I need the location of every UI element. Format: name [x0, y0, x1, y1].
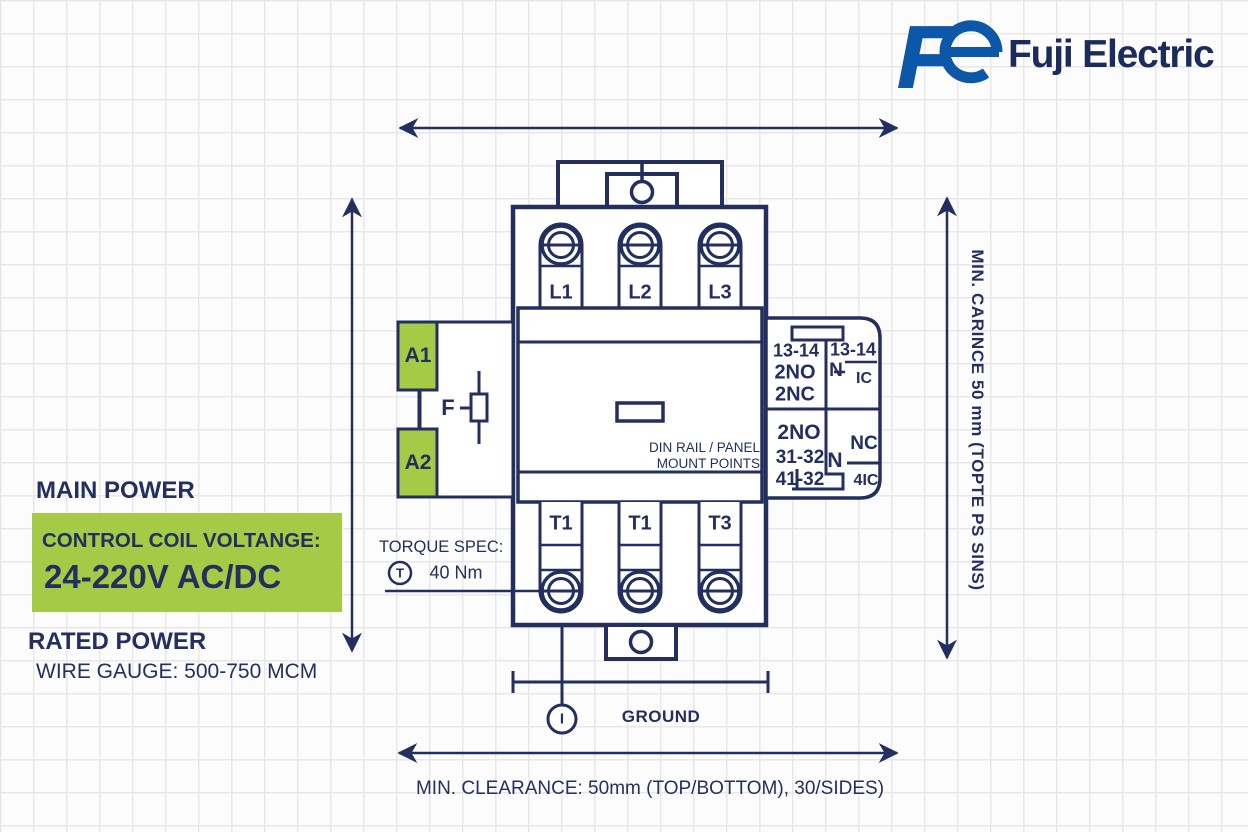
ground-circle	[546, 703, 578, 735]
coil-terminal-a2	[396, 427, 439, 499]
aux-top-left-row3: 2NC	[774, 383, 816, 406]
aux-contact-block	[764, 316, 882, 500]
logo-brand-text: Fuji Electric	[1008, 33, 1215, 76]
terminal-label-t2: T1	[628, 512, 652, 535]
bottom-clearance-note: MIN. CLEARANCE: 50mm (TOP/BOTTOM), 30/SI…	[415, 778, 885, 799]
aux-bottom-right-frac-bottom: 4IC	[853, 472, 879, 489]
coil-voltage-value: 24-220V AC/DC	[44, 558, 282, 595]
top-mount-tab	[556, 160, 724, 212]
wire-gauge-note: WIRE GAUGE: 500-750 MCM	[36, 660, 318, 683]
torque-label: TORQUE SPEC:	[379, 538, 504, 556]
terminal-label-t1: T1	[549, 512, 573, 535]
aux-top-right-frac-bottom: IC	[856, 370, 872, 387]
line-terminals	[538, 222, 743, 309]
aux-bottom-right-n: N	[827, 449, 843, 472]
aux-bottom-right-frac-top: NC	[850, 433, 878, 454]
ground-label: GROUND	[621, 707, 701, 726]
din-rail-slot	[615, 401, 665, 423]
aux-top-right-n: N	[829, 360, 843, 381]
coil-voltage-box	[32, 513, 342, 612]
terminal-label-l1: L1	[549, 281, 573, 304]
screw-symbols-top	[540, 224, 741, 266]
main-power-heading: MAIN POWER	[36, 477, 195, 504]
right-clearance-note: MIN. CARINCE 50 mm (TOPTE PS SINS)	[968, 249, 987, 591]
bottom-mount-tab	[604, 623, 678, 661]
torque-value: 40 Nm	[429, 562, 483, 583]
terminal-label-l2: L2	[628, 281, 652, 304]
din-note-line2: MOUNT POINTS	[656, 456, 760, 471]
aux-bottom-left-row3: 41-32	[775, 469, 825, 490]
logo-f-mark: F	[897, 10, 952, 106]
aux-bottom-left-row1: 2NO	[777, 421, 821, 444]
terminal-label-l3: L3	[708, 281, 732, 304]
aux-top-left-row1: 13-14	[772, 340, 820, 361]
aux-top-right-row1: 13-14	[829, 339, 877, 360]
top-mount-hole	[629, 179, 655, 205]
middle-band	[516, 306, 764, 504]
torque-callout	[385, 560, 561, 593]
terminal-label-t3: T3	[708, 512, 732, 535]
coil-block	[396, 320, 515, 499]
coil-terminal-label-a1: A1	[404, 344, 432, 367]
coil-voltage-label: CONTROL COIL VOLTANGE:	[42, 529, 321, 552]
torque-symbol: T	[396, 565, 404, 581]
coil-terminal-label-a2: A2	[404, 451, 432, 474]
din-note: DIN RAIL / PANEL MOUNT POINTS	[600, 440, 760, 472]
logo-e-mark	[939, 20, 1003, 84]
dimension-arrows	[342, 118, 957, 763]
bottom-mount-hole	[628, 629, 654, 655]
fuse-label: F	[441, 395, 455, 420]
ground-symbol: I	[559, 710, 565, 728]
ground-symbol-group	[511, 625, 770, 735]
rated-power-heading: RATED POWER	[28, 628, 207, 655]
coil-terminal-a1	[396, 320, 439, 392]
torque-symbol-circle	[387, 560, 413, 586]
fuse-symbol	[460, 371, 489, 444]
aux-top-left-row2: 2NO	[774, 361, 816, 384]
din-note-line1: DIN RAIL / PANEL	[648, 440, 760, 455]
aux-bottom-left-row2: 31-32	[775, 447, 825, 468]
screw-symbols-bottom	[540, 570, 741, 612]
